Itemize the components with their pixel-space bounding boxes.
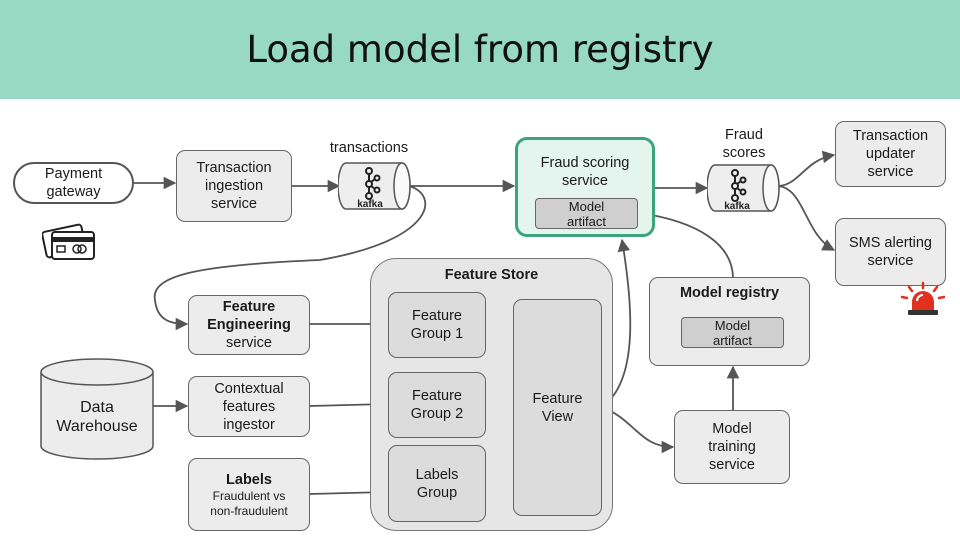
node-text: Feature (412, 308, 462, 324)
feature-group-2-node: Feature Group 2 (388, 372, 486, 438)
node-text: Group (416, 484, 458, 501)
labels-node: Labels Fraudulent vs non-fraudulent (188, 458, 310, 531)
arrow-fraudscores-to-updater (778, 150, 836, 187)
data-warehouse-label: Data Warehouse (39, 398, 155, 436)
node-text: Feature (222, 299, 276, 315)
kafka-label: kafka (357, 199, 383, 210)
node-text: Group 2 (410, 406, 464, 422)
node-text: features (222, 398, 276, 415)
kafka-icon (731, 169, 747, 202)
node-text: Fraudulent vs (212, 488, 286, 503)
payment-gateway-node: Payment gateway (13, 162, 134, 204)
node-text: Engineering (207, 317, 291, 333)
arrow-fraudscores-to-sms (778, 185, 836, 251)
node-text: View (541, 408, 574, 425)
arrow-view-to-scoring (601, 238, 632, 408)
node-text: scores (722, 145, 766, 161)
model-registry-artifact: Model artifact (681, 317, 784, 348)
node-text: SMS alerting (848, 235, 932, 251)
node-text: Transaction (196, 160, 272, 176)
node-text: service (226, 335, 272, 351)
node-text: Model (714, 317, 751, 333)
node-text: Feature (532, 390, 583, 407)
node-text: ingestion (204, 178, 264, 194)
node-text: artifact (566, 213, 606, 229)
node-text: Model (568, 198, 605, 214)
arrow-transactions-to-feature-engineering (153, 185, 426, 331)
data-warehouse-cylinder (40, 358, 154, 460)
feature-engineering-node: Feature Engineering service (188, 295, 310, 355)
node-text: service (867, 253, 914, 269)
node-text: Model (712, 421, 752, 437)
feature-store-title: Feature Store (444, 267, 539, 283)
node-text: Contextual (214, 380, 284, 397)
node-title: Labels (226, 471, 272, 488)
node-text: service (709, 457, 755, 473)
payment-gateway-line-1: Payment (44, 166, 103, 182)
node-text: Feature (412, 388, 462, 404)
kafka-icon (365, 167, 381, 200)
node-text: Warehouse (56, 418, 138, 435)
model-training-node: Model training service (674, 410, 790, 484)
credit-card-icon (42, 223, 95, 260)
transaction-updater-node: Transaction updater service (835, 121, 946, 187)
node-text: ingestor (223, 416, 275, 433)
arrow-registry-to-artifact (638, 208, 734, 278)
node-text: Fraud scoring (540, 155, 630, 171)
transactions-topic-label: transactions (329, 140, 409, 156)
node-text: service (562, 173, 608, 189)
feature-view-node: Feature View (513, 299, 602, 516)
labels-group-node: Labels Group (388, 445, 486, 522)
contextual-features-ingestor-node: Contextual features ingestor (188, 376, 310, 437)
node-title: Model registry (679, 285, 780, 301)
alarm-siren-icon (900, 281, 946, 315)
node-text: Transaction (852, 128, 929, 144)
node-text: updater (865, 146, 916, 162)
node-text: Fraud (725, 127, 763, 143)
page-title: Load model from registry (246, 28, 714, 71)
fraud-scores-topic-label: Fraud scores (706, 126, 782, 162)
node-text: artifact (712, 332, 752, 348)
node-text: service (867, 164, 914, 180)
kafka-fraud-scores-topic: kafka (707, 164, 780, 212)
node-text: training (708, 439, 756, 455)
payment-gateway-line-2: gateway (46, 184, 101, 200)
node-text: Group 1 (410, 326, 464, 342)
title-banner: Load model from registry (0, 0, 960, 99)
feature-group-1-node: Feature Group 1 (388, 292, 486, 358)
fraud-scoring-model-artifact: Model artifact (535, 198, 638, 229)
kafka-transactions-topic: kafka (338, 162, 411, 210)
node-text: Data (80, 399, 114, 416)
sms-alerting-node: SMS alerting service (835, 218, 946, 286)
node-text: Labels (415, 466, 459, 483)
node-text: service (211, 196, 257, 212)
transaction-ingestion-node: Transaction ingestion service (176, 150, 292, 222)
node-text: non-fraudulent (210, 503, 288, 518)
kafka-label: kafka (724, 201, 750, 212)
